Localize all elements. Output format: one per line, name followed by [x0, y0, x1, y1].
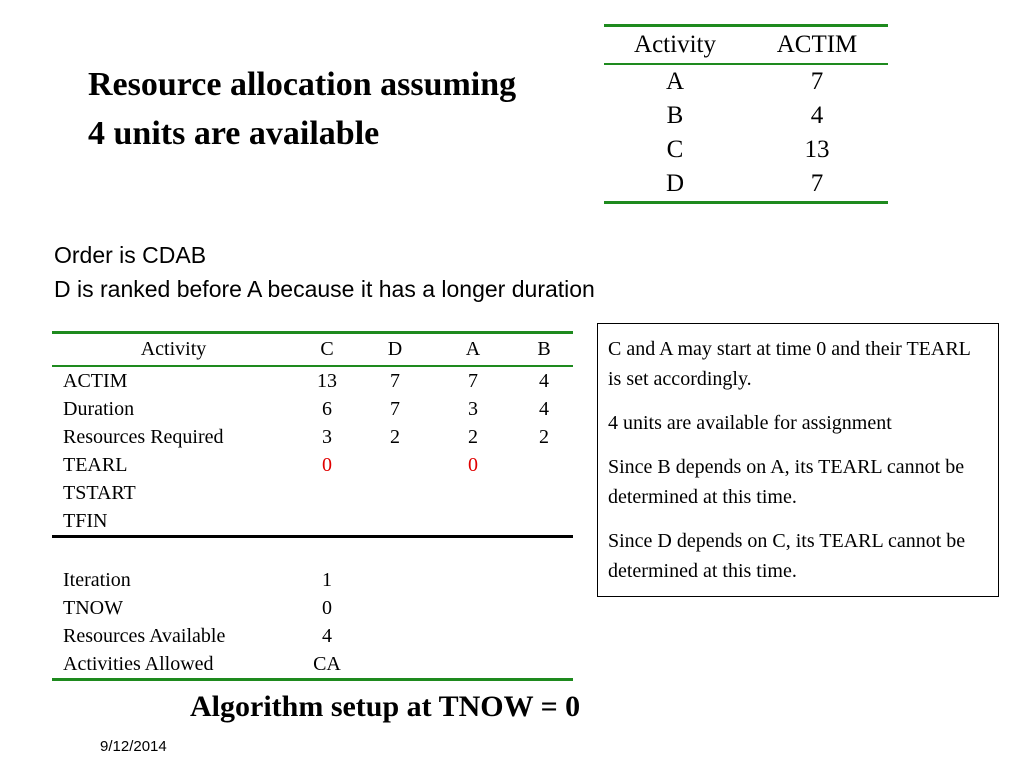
table-cell: [431, 507, 515, 538]
slide-date: 9/12/2014: [100, 738, 167, 755]
spacer-cell: [52, 537, 573, 567]
table-cell: [295, 507, 359, 538]
table-cell: 7: [746, 167, 888, 204]
table-cell: 3: [468, 397, 478, 420]
table-cell: 0: [322, 596, 332, 619]
row-label: Duration: [63, 397, 135, 420]
table-cell: 13: [317, 369, 337, 392]
table-header-row: Activity ACTIM: [604, 24, 888, 65]
allocation-table: Activity C D A B ACTIM 13 7 7 4 Duration…: [52, 331, 573, 681]
table-cell: [515, 594, 573, 622]
spacer-row: [52, 537, 573, 567]
row-label: TNOW: [63, 596, 123, 619]
table-cell: [359, 479, 431, 507]
table-cell: [515, 622, 573, 650]
row-label: ACTIM: [63, 369, 128, 392]
table-cell: 6: [322, 397, 332, 420]
table-cell: 2: [390, 425, 400, 448]
table-cell: B: [666, 102, 684, 129]
table-row: B 4: [604, 99, 888, 133]
row-label: TEARL: [63, 453, 128, 476]
table-cell: 7: [810, 68, 824, 95]
table-cell: 4: [539, 369, 549, 392]
table-cell: [359, 594, 431, 622]
column-header: C: [295, 331, 359, 367]
row-label: Resources Available: [63, 624, 226, 647]
table-cell: [359, 622, 431, 650]
tearl-value-highlighted: 0: [468, 453, 478, 476]
table-cell: 4: [539, 397, 549, 420]
status-row: Activities Allowed CA: [52, 650, 573, 681]
row-label: TSTART: [63, 481, 136, 504]
table-header-row: Activity C D A B: [52, 331, 573, 367]
table-cell: [359, 451, 431, 479]
note-paragraph: 4 units are available for assignment: [608, 412, 892, 434]
table-cell: 13: [804, 136, 830, 163]
table-cell: [295, 479, 359, 507]
ranking-explanation: D is ranked before A because it has a lo…: [54, 276, 595, 302]
table-cell: 7: [468, 369, 478, 392]
table-cell: D: [604, 167, 746, 204]
table-cell: 7: [390, 397, 400, 420]
note-paragraph: Since D depends on C, its TEARL cannot b…: [608, 530, 966, 582]
status-row: Resources Available 4: [52, 622, 573, 650]
column-header: D: [359, 331, 431, 367]
table-cell: CA: [295, 650, 359, 681]
table-row: Resources Required 3 2 2 2: [52, 423, 573, 451]
table-row: Duration 6 7 3 4: [52, 395, 573, 423]
table-cell: 2: [468, 425, 478, 448]
table-row: C 13: [604, 133, 888, 167]
table-cell: [431, 566, 515, 594]
table-cell: A: [665, 68, 685, 95]
table-row: TSTART: [52, 479, 573, 507]
table-cell: [515, 566, 573, 594]
table-cell: [359, 566, 431, 594]
column-header: Activity: [604, 24, 746, 65]
tearl-value-highlighted: 0: [322, 453, 332, 476]
table-cell: [431, 594, 515, 622]
table-row: ACTIM 13 7 7 4: [52, 366, 573, 395]
table-cell: [515, 507, 573, 538]
table-cell: [515, 451, 573, 479]
row-label: Resources Required: [63, 425, 224, 448]
row-label: Activities Allowed: [52, 650, 295, 681]
table-cell: [515, 650, 573, 681]
slide-caption: Algorithm setup at TNOW = 0: [190, 690, 581, 723]
table-cell: [431, 650, 515, 681]
table-cell: 4: [810, 102, 824, 129]
table-row: A 7: [604, 64, 888, 99]
table-cell: [431, 479, 515, 507]
table-row: TEARL 0 0: [52, 451, 573, 479]
table-cell: [359, 507, 431, 538]
table-cell: 4: [322, 624, 332, 647]
status-row: TNOW 0: [52, 594, 573, 622]
row-label: TFIN: [52, 507, 295, 538]
table-cell: [431, 622, 515, 650]
table-row: TFIN: [52, 507, 573, 538]
order-description: Order is CDAB D is ranked before A becau…: [54, 238, 595, 306]
order-line: Order is CDAB: [54, 242, 207, 268]
row-label: Iteration: [63, 568, 131, 591]
column-header: B: [515, 331, 573, 367]
status-row: Iteration 1: [52, 566, 573, 594]
table-row: D 7: [604, 167, 888, 204]
table-cell: [359, 650, 431, 681]
table-cell: 3: [322, 425, 332, 448]
column-header: Activity: [52, 331, 295, 367]
actim-table: Activity ACTIM A 7 B 4 C 13 D 7: [604, 24, 888, 204]
table-cell: 7: [390, 369, 400, 392]
column-header: ACTIM: [746, 24, 888, 65]
slide-title: Resource allocation assuming 4 units are…: [88, 66, 517, 152]
note-paragraph: Since B depends on A, its TEARL cannot b…: [608, 456, 965, 508]
note-paragraph: C and A may start at time 0 and their TE…: [608, 338, 971, 390]
column-header: A: [431, 331, 515, 367]
table-cell: [515, 479, 573, 507]
table-cell: 2: [539, 425, 549, 448]
table-cell: C: [666, 136, 684, 163]
table-cell: 1: [322, 568, 332, 591]
notes-box: C and A may start at time 0 and their TE…: [597, 323, 999, 597]
